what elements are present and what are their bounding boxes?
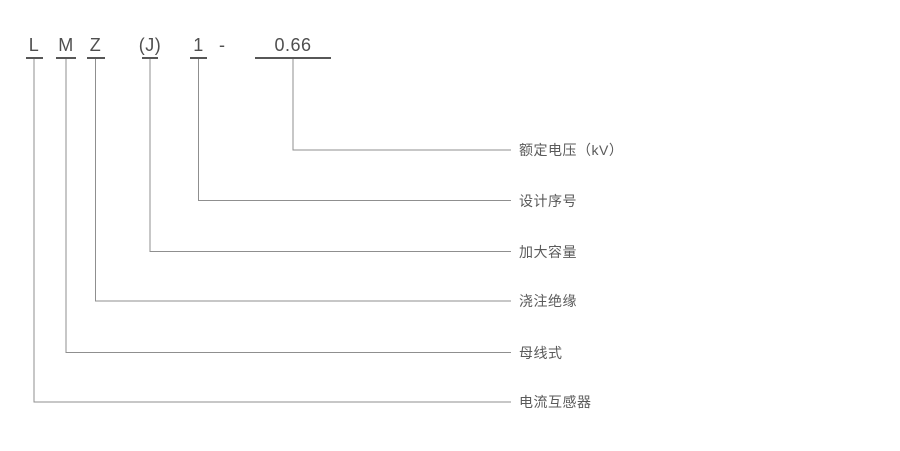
code-underline xyxy=(25,57,43,59)
diagram-label-1: 母线式 xyxy=(519,344,563,361)
callout-line xyxy=(95,59,511,302)
code-char-l: L xyxy=(28,35,40,55)
diagram-label-5: 额定电压（kV） xyxy=(519,142,624,158)
code-underline xyxy=(142,57,158,59)
code-char-m: M xyxy=(58,35,74,55)
callout-line xyxy=(149,59,511,252)
code-char-z: Z xyxy=(89,35,102,55)
diagram-label-0: 电流互感器 xyxy=(519,394,592,410)
code-char-0.66: 0.66 xyxy=(274,35,312,55)
code-char-j: (J) xyxy=(138,35,162,55)
code-underline xyxy=(190,57,207,59)
diagram-label-3: 加大容量 xyxy=(519,243,577,260)
code-underline xyxy=(255,57,331,59)
code-underline xyxy=(56,57,76,59)
callout-line xyxy=(198,59,511,201)
callout-line xyxy=(292,59,511,151)
code-char-1: 1 xyxy=(193,35,204,55)
code-underline xyxy=(86,57,105,59)
code-separator: - xyxy=(219,35,225,55)
callout-line xyxy=(65,59,511,353)
callout-line xyxy=(33,59,511,403)
diagram-label-4: 设计序号 xyxy=(519,192,577,209)
diagram-label-2: 浇注绝缘 xyxy=(519,293,577,309)
